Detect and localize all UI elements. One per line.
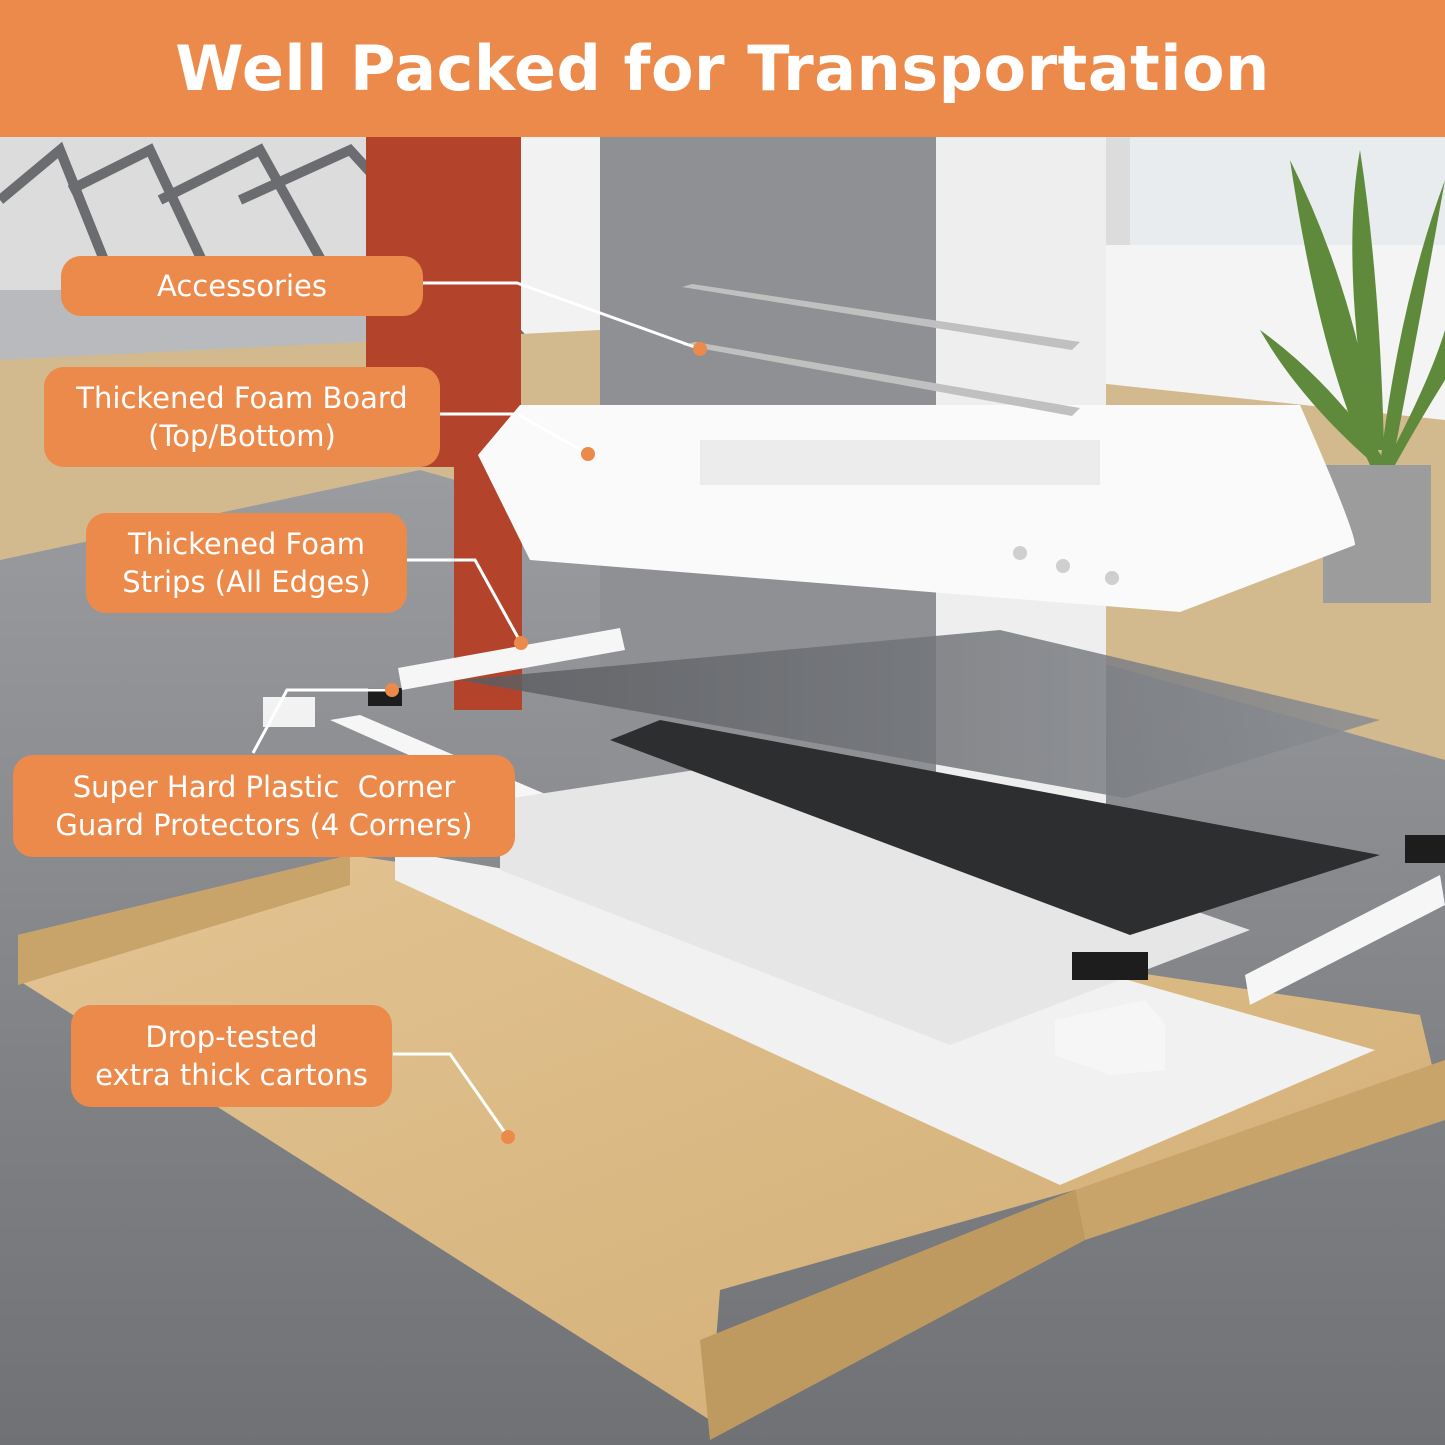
window-right [1130,137,1445,247]
callout-foam-strips: Thickened Foam Strips (All Edges) [86,513,407,613]
callout-foam-board-line-1: Thickened Foam Board [76,381,408,415]
frame-tray [500,760,1250,1045]
callout-accessories-line-1: Accessories [157,269,327,303]
top-board-button-3 [1105,571,1119,585]
plant-leaves [1260,150,1445,465]
callout-foam-board-line-2: (Top/Bottom) [148,419,336,453]
corner-guard-white-2 [1055,1000,1165,1075]
accessory-rail-1 [682,284,1080,350]
top-board-groove [700,440,1100,485]
top-foam-board [478,405,1355,612]
glass-panel [460,630,1380,798]
callout-cartons-line-2: extra thick cartons [95,1058,368,1092]
window-left [520,137,600,367]
page-title: Well Packed for Transportation [175,32,1270,105]
callout-corner-guards: Super Hard Plastic Corner Guard Protecto… [13,755,515,857]
top-board-button-1 [1013,546,1027,560]
callout-foam-strips-line-2: Strips (All Edges) [122,565,371,599]
callout-corner-guards-line-2: Guard Protectors (4 Corners) [55,808,473,842]
carton-wall-right [1075,1060,1445,1240]
product-scene: Accessories Thickened Foam Board (Top/Bo… [0,137,1445,1445]
top-board-button-2 [1056,559,1070,573]
dark-panel [610,720,1380,935]
callout-foam-strips-line-1: Thickened Foam [128,527,365,561]
callout-cartons: Drop-tested extra thick cartons [71,1005,392,1107]
corner-guard-black-2 [1072,952,1148,980]
foam-strip-right [1245,875,1445,1005]
carton-wall-left [18,855,350,985]
carton-wall-front [700,1190,1085,1440]
corner-guard-white-1 [263,697,315,727]
callout-accessories: Accessories [61,256,423,316]
callout-dots [385,342,707,1144]
leader-lines [251,281,701,1138]
callout-corner-guards-line-1: Super Hard Plastic Corner [72,770,456,804]
callout-foam-board: Thickened Foam Board (Top/Bottom) [44,367,440,467]
accessory-rail-2 [682,342,1080,416]
foam-strip-upper [398,628,625,690]
callout-cartons-line-1: Drop-tested [145,1020,318,1054]
corner-guard-black-3 [1405,835,1445,863]
header-banner: Well Packed for Transportation [0,0,1445,137]
